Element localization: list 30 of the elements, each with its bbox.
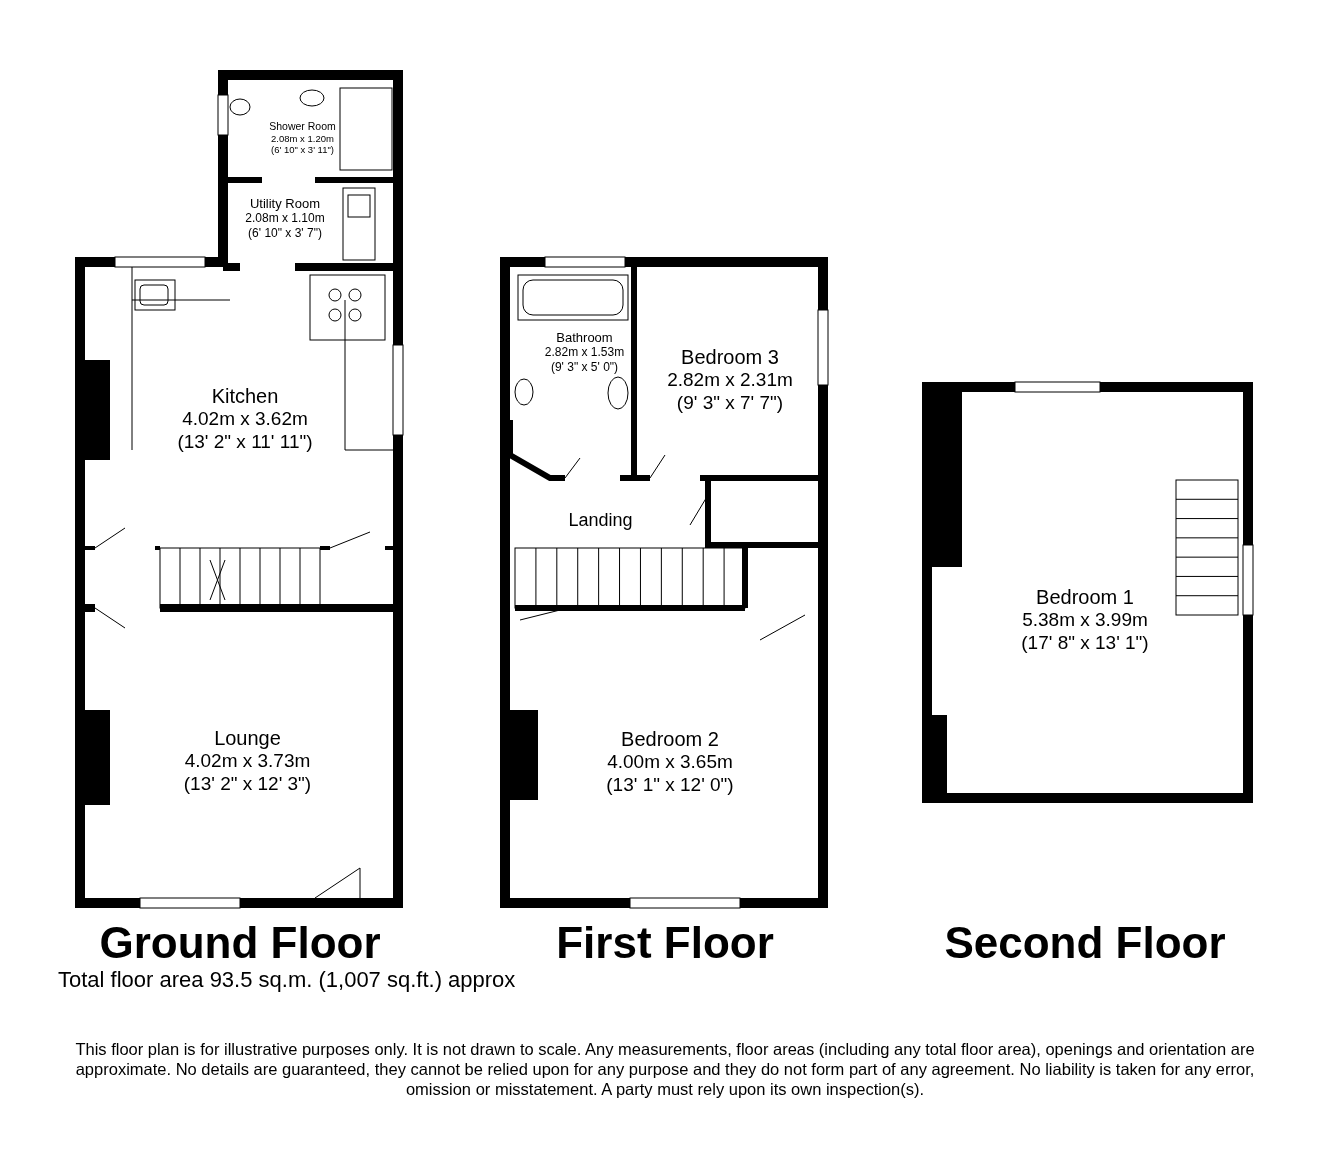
room-name: Utility Room [249, 195, 321, 212]
floor-heading: Second Floor [943, 918, 1227, 968]
room-dimensions: (6' 10" x 3' 11") [271, 144, 334, 156]
room-dimensions: (9' 3" x 7' 7") [676, 392, 784, 415]
room-dimensions: 2.82m x 2.31m [667, 369, 793, 392]
room-name: Lounge [214, 726, 281, 751]
room-dimensions: (17' 8" x 13' 1") [1021, 632, 1149, 655]
room-dimensions: 2.08m x 1.10m [245, 211, 325, 226]
room-dimensions: 4.02m x 3.73m [184, 750, 311, 773]
room-dimensions: (6' 10" x 3' 7") [248, 225, 322, 241]
room-dimensions: (13' 2" x 11' 11") [177, 431, 313, 454]
room-name: Bedroom 3 [681, 345, 779, 370]
room-dimensions: 2.08m x 1.20m [271, 132, 334, 145]
room-name: Bedroom 2 [621, 727, 719, 752]
room-dimensions: (13' 2" x 12' 3") [183, 773, 312, 796]
disclaimer-text: This floor plan is for illustrative purposes only. It is not drawn to scale. Any measurements, floor areas (including any total floor area), openings and orientation are approximate. No details are guaranteed, they cannot be relied upon for any purpose and they do not form part of any agreement. No liability is taken for any error, omission or misstatement. A party must rely upon its own inspection(s). [74, 1040, 1256, 1100]
floor-heading: First Floor [555, 918, 775, 968]
room-dimensions: (13' 1" x 12' 0") [606, 774, 734, 797]
room-dimensions: (9' 3" x 5' 0") [550, 359, 619, 375]
room-name: Landing [568, 510, 633, 532]
room-name: Kitchen [211, 384, 279, 409]
room-dimensions: 4.02m x 3.62m [182, 408, 308, 431]
floor-heading: Ground Floor [98, 918, 382, 968]
total-area-note: Total floor area 93.5 sq.m. (1,007 sq.ft.) approx [58, 967, 516, 993]
room-dimensions: 2.82m x 1.53m [544, 345, 625, 360]
room-name: Bathroom [556, 329, 613, 346]
room-name: Shower Room [269, 120, 336, 133]
room-dimensions: 5.38m x 3.99m [1022, 609, 1148, 632]
room-name: Bedroom 1 [1036, 585, 1134, 610]
room-dimensions: 4.00m x 3.65m [607, 751, 733, 774]
